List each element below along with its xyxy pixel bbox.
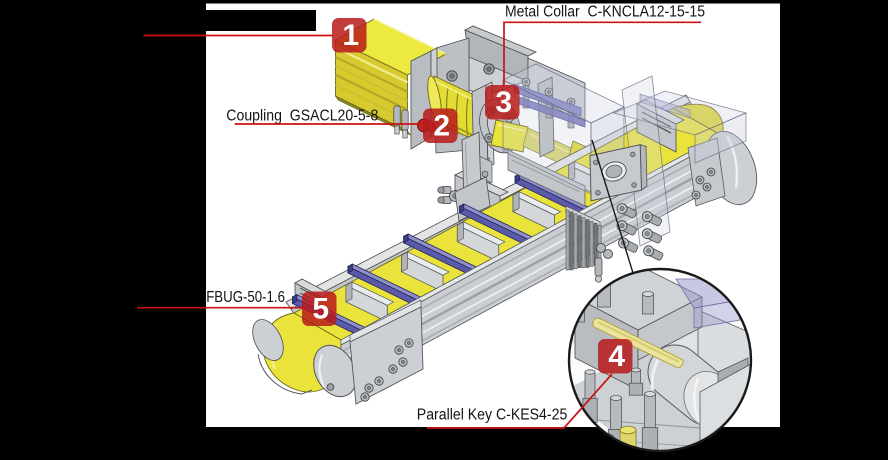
svg-text:Parallel Key C-KES4-25: Parallel Key C-KES4-25 — [417, 406, 568, 423]
svg-text:2: 2 — [433, 109, 450, 142]
svg-text:3: 3 — [495, 86, 512, 119]
svg-text:Metal Collar C-KNCLA12-15-15: Metal Collar C-KNCLA12-15-15 — [505, 4, 705, 21]
svg-text:4: 4 — [608, 340, 625, 373]
svg-text:Coupling GSACL20-5-8: Coupling GSACL20-5-8 — [226, 108, 378, 125]
svg-text:1: 1 — [342, 19, 359, 52]
svg-text:5: 5 — [312, 292, 329, 325]
svg-text:FBUG-50-1.6: FBUG-50-1.6 — [206, 289, 285, 306]
